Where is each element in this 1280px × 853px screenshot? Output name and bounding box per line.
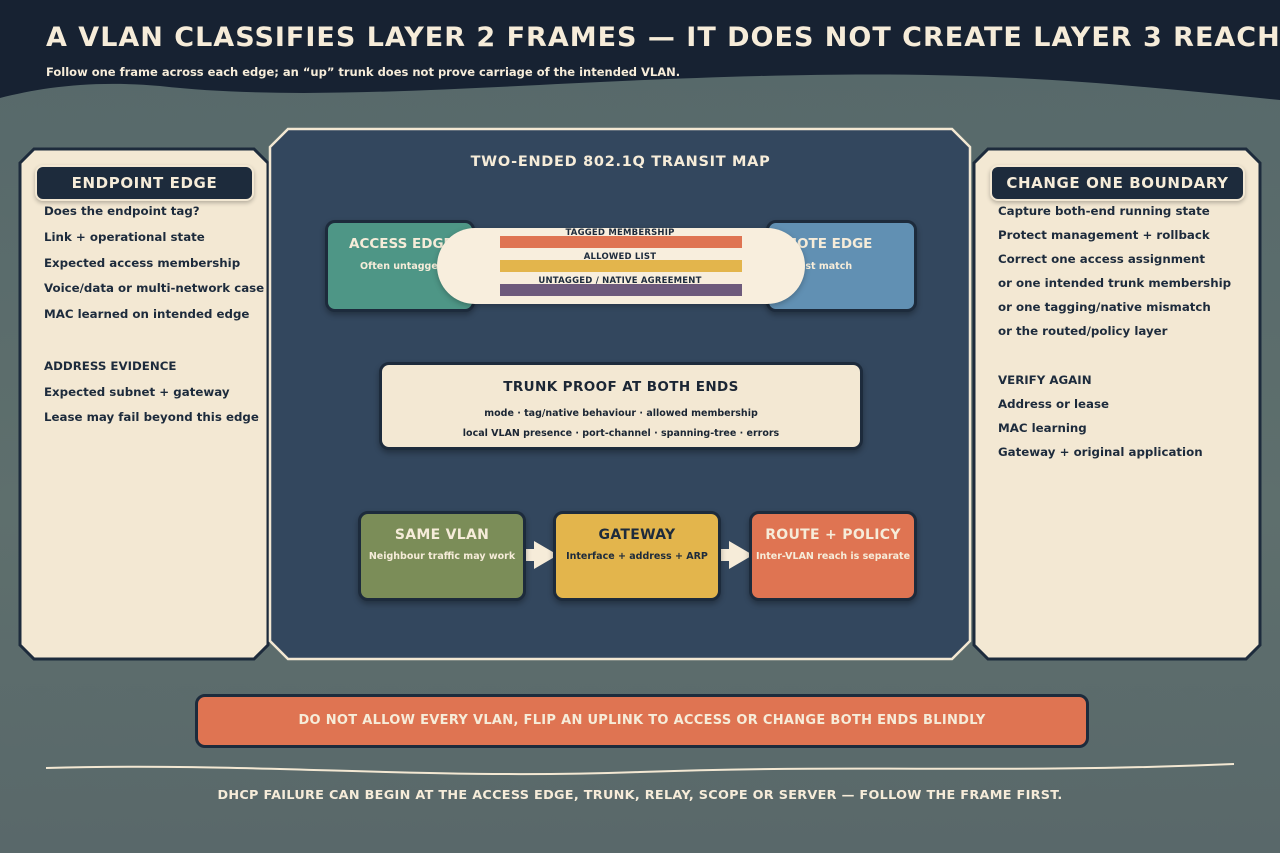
gateway-box: GATEWAY Interface + address + ARP [553, 511, 721, 601]
route-policy-box: ROUTE + POLICY Inter-VLAN reach is separ… [749, 511, 917, 601]
list-item: or one tagging/native mismatch [998, 300, 1211, 315]
gateway-subtitle: Interface + address + ARP [566, 551, 708, 562]
endpoint-edge-heading: ENDPOINT EDGE [35, 165, 254, 201]
band-allowed-list [500, 260, 742, 272]
access-edge-subtitle: Often untagged [360, 261, 445, 272]
route-policy-title: ROUTE + POLICY [765, 527, 901, 543]
list-item: Link + operational state [44, 229, 205, 244]
list-item: Protect management + rollback [998, 228, 1210, 243]
list-item: Expected access membership [44, 255, 241, 270]
change-boundary-checklist: Capture both-end running state Protect m… [998, 204, 1231, 469]
same-vlan-box: SAME VLAN Neighbour traffic may work [358, 511, 526, 601]
route-policy-subtitle: Inter-VLAN reach is separate [755, 551, 911, 562]
trunk-proof-line-1: mode · tag/native behaviour · allowed me… [484, 408, 758, 419]
list-item: Lease may fail beyond this edge [44, 410, 259, 425]
trunk-proof-box: TRUNK PROOF AT BOTH ENDS mode · tag/nati… [379, 362, 863, 450]
page-title: A VLAN CLASSIFIES LAYER 2 FRAMES — IT DO… [46, 22, 1280, 53]
list-item: or one intended trunk membership [998, 276, 1232, 291]
list-item: Capture both-end running state [998, 204, 1210, 218]
list-item: or the routed/policy layer [998, 324, 1168, 339]
list-item: Expected subnet + gateway [44, 384, 230, 399]
left-panel-frame [18, 147, 270, 661]
warning-banner: DO NOT ALLOW EVERY VLAN, FLIP AN UPLINK … [195, 694, 1089, 748]
band-label-allowed: ALLOWED LIST [583, 252, 657, 262]
band-tagged-membership [500, 236, 742, 248]
band-label-native: UNTAGGED / NATIVE AGREEMENT [538, 276, 702, 286]
address-evidence-heading: ADDRESS EVIDENCE [44, 358, 177, 373]
footer-divider-wave [45, 763, 1235, 776]
arrow-same-vlan-to-gateway [524, 541, 558, 569]
list-item: Gateway + original application [998, 444, 1203, 459]
trunk-proof-title: TRUNK PROOF AT BOTH ENDS [503, 379, 739, 395]
change-one-boundary-heading: CHANGE ONE BOUNDARY [990, 165, 1245, 201]
page-subtitle: Follow one frame across each edge; an “u… [46, 65, 681, 79]
footer-note: DHCP FAILURE CAN BEGIN AT THE ACCESS EDG… [217, 788, 1063, 803]
right-panel-frame [972, 147, 1262, 661]
list-item: MAC learned on intended edge [44, 307, 250, 322]
endpoint-edge-checklist: Does the endpoint tag? Link + operationa… [44, 204, 264, 436]
transit-map-title: TWO-ENDED 802.1Q TRANSIT MAP [470, 154, 771, 170]
header-banner [0, 0, 1280, 100]
remote-edge-subtitle: Classification must match [769, 261, 853, 272]
same-vlan-subtitle: Neighbour traffic may work [368, 551, 516, 562]
arrow-gateway-to-route [719, 541, 753, 569]
same-vlan-title: SAME VLAN [394, 527, 490, 543]
list-spacer [44, 333, 264, 359]
list-item: Correct one access assignment [998, 252, 1206, 267]
verify-again-heading: VERIFY AGAIN [998, 372, 1092, 387]
access-edge-title: ACCESS EDGE [349, 236, 453, 252]
list-item: MAC learning [998, 420, 1087, 435]
gateway-title: GATEWAY [598, 527, 676, 543]
trunk-proof-line-2: local VLAN presence · port-channel · spa… [462, 428, 780, 439]
list-item: Voice/data or multi-network case [44, 281, 265, 296]
list-item: Address or lease [998, 396, 1110, 411]
band-untagged-native [500, 284, 742, 296]
band-label-tagged: TAGGED MEMBERSHIP [565, 228, 675, 238]
list-item: Does the endpoint tag? [44, 204, 200, 218]
list-spacer [998, 349, 1231, 373]
